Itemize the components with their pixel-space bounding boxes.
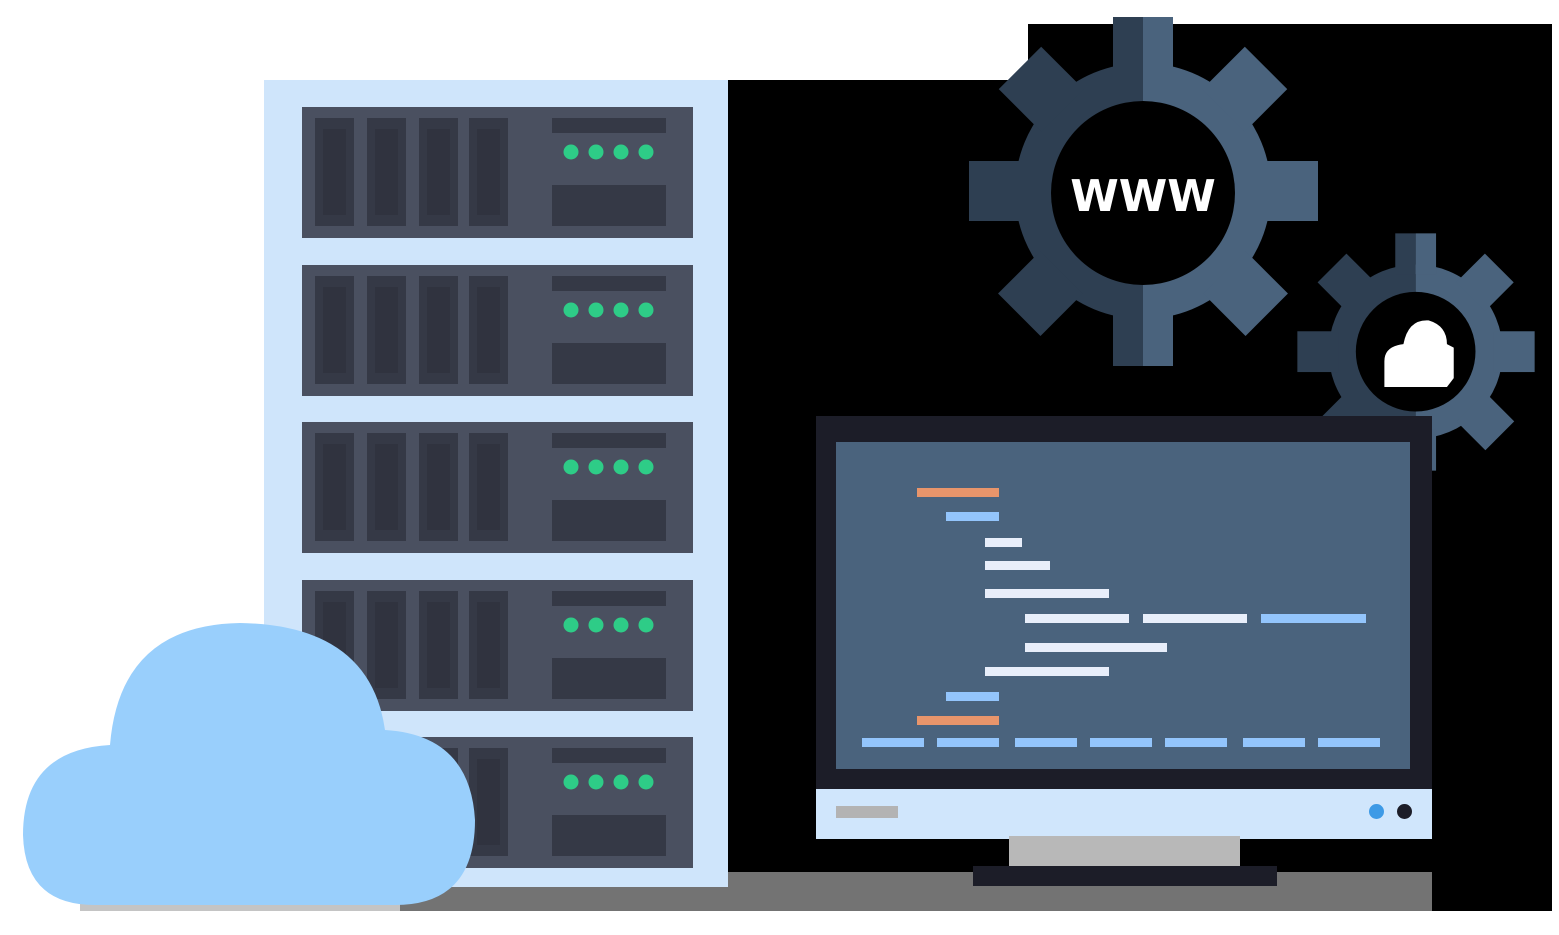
code-line [862, 738, 924, 747]
gear-cloud-glyph [1384, 320, 1454, 388]
code-line [985, 589, 1109, 598]
code-line [1261, 614, 1366, 623]
code-line [985, 538, 1022, 547]
monitor-label [836, 806, 898, 818]
background-band-top-fill [728, 24, 1028, 80]
www-gear-icon: WWW [969, 17, 1318, 366]
monitor-stand-base [973, 866, 1277, 886]
code-line [1015, 738, 1077, 747]
power-led-blue [1369, 804, 1384, 819]
code-line [1165, 738, 1227, 747]
code-line [946, 512, 999, 521]
code-line [1318, 738, 1380, 747]
code-line [937, 738, 999, 747]
code-line [1025, 643, 1167, 652]
code-line [1243, 738, 1305, 747]
cloud-icon [23, 623, 475, 905]
power-led-dark [1397, 804, 1412, 819]
server-unit-1 [302, 107, 693, 238]
code-line [985, 561, 1050, 570]
code-line [946, 692, 999, 701]
www-label: WWW [1070, 171, 1216, 222]
server-unit-3 [302, 422, 693, 553]
code-line [1143, 614, 1247, 623]
monitor [816, 416, 1432, 791]
monitor-chin [816, 789, 1432, 839]
monitor-stand-neck [1009, 836, 1240, 870]
code-line [1025, 614, 1129, 623]
code-line [917, 716, 999, 725]
cloud-gear-icon [1297, 233, 1535, 471]
code-line [917, 488, 999, 497]
code-line [1090, 738, 1152, 747]
server-unit-2 [302, 265, 693, 396]
code-line [985, 667, 1109, 676]
